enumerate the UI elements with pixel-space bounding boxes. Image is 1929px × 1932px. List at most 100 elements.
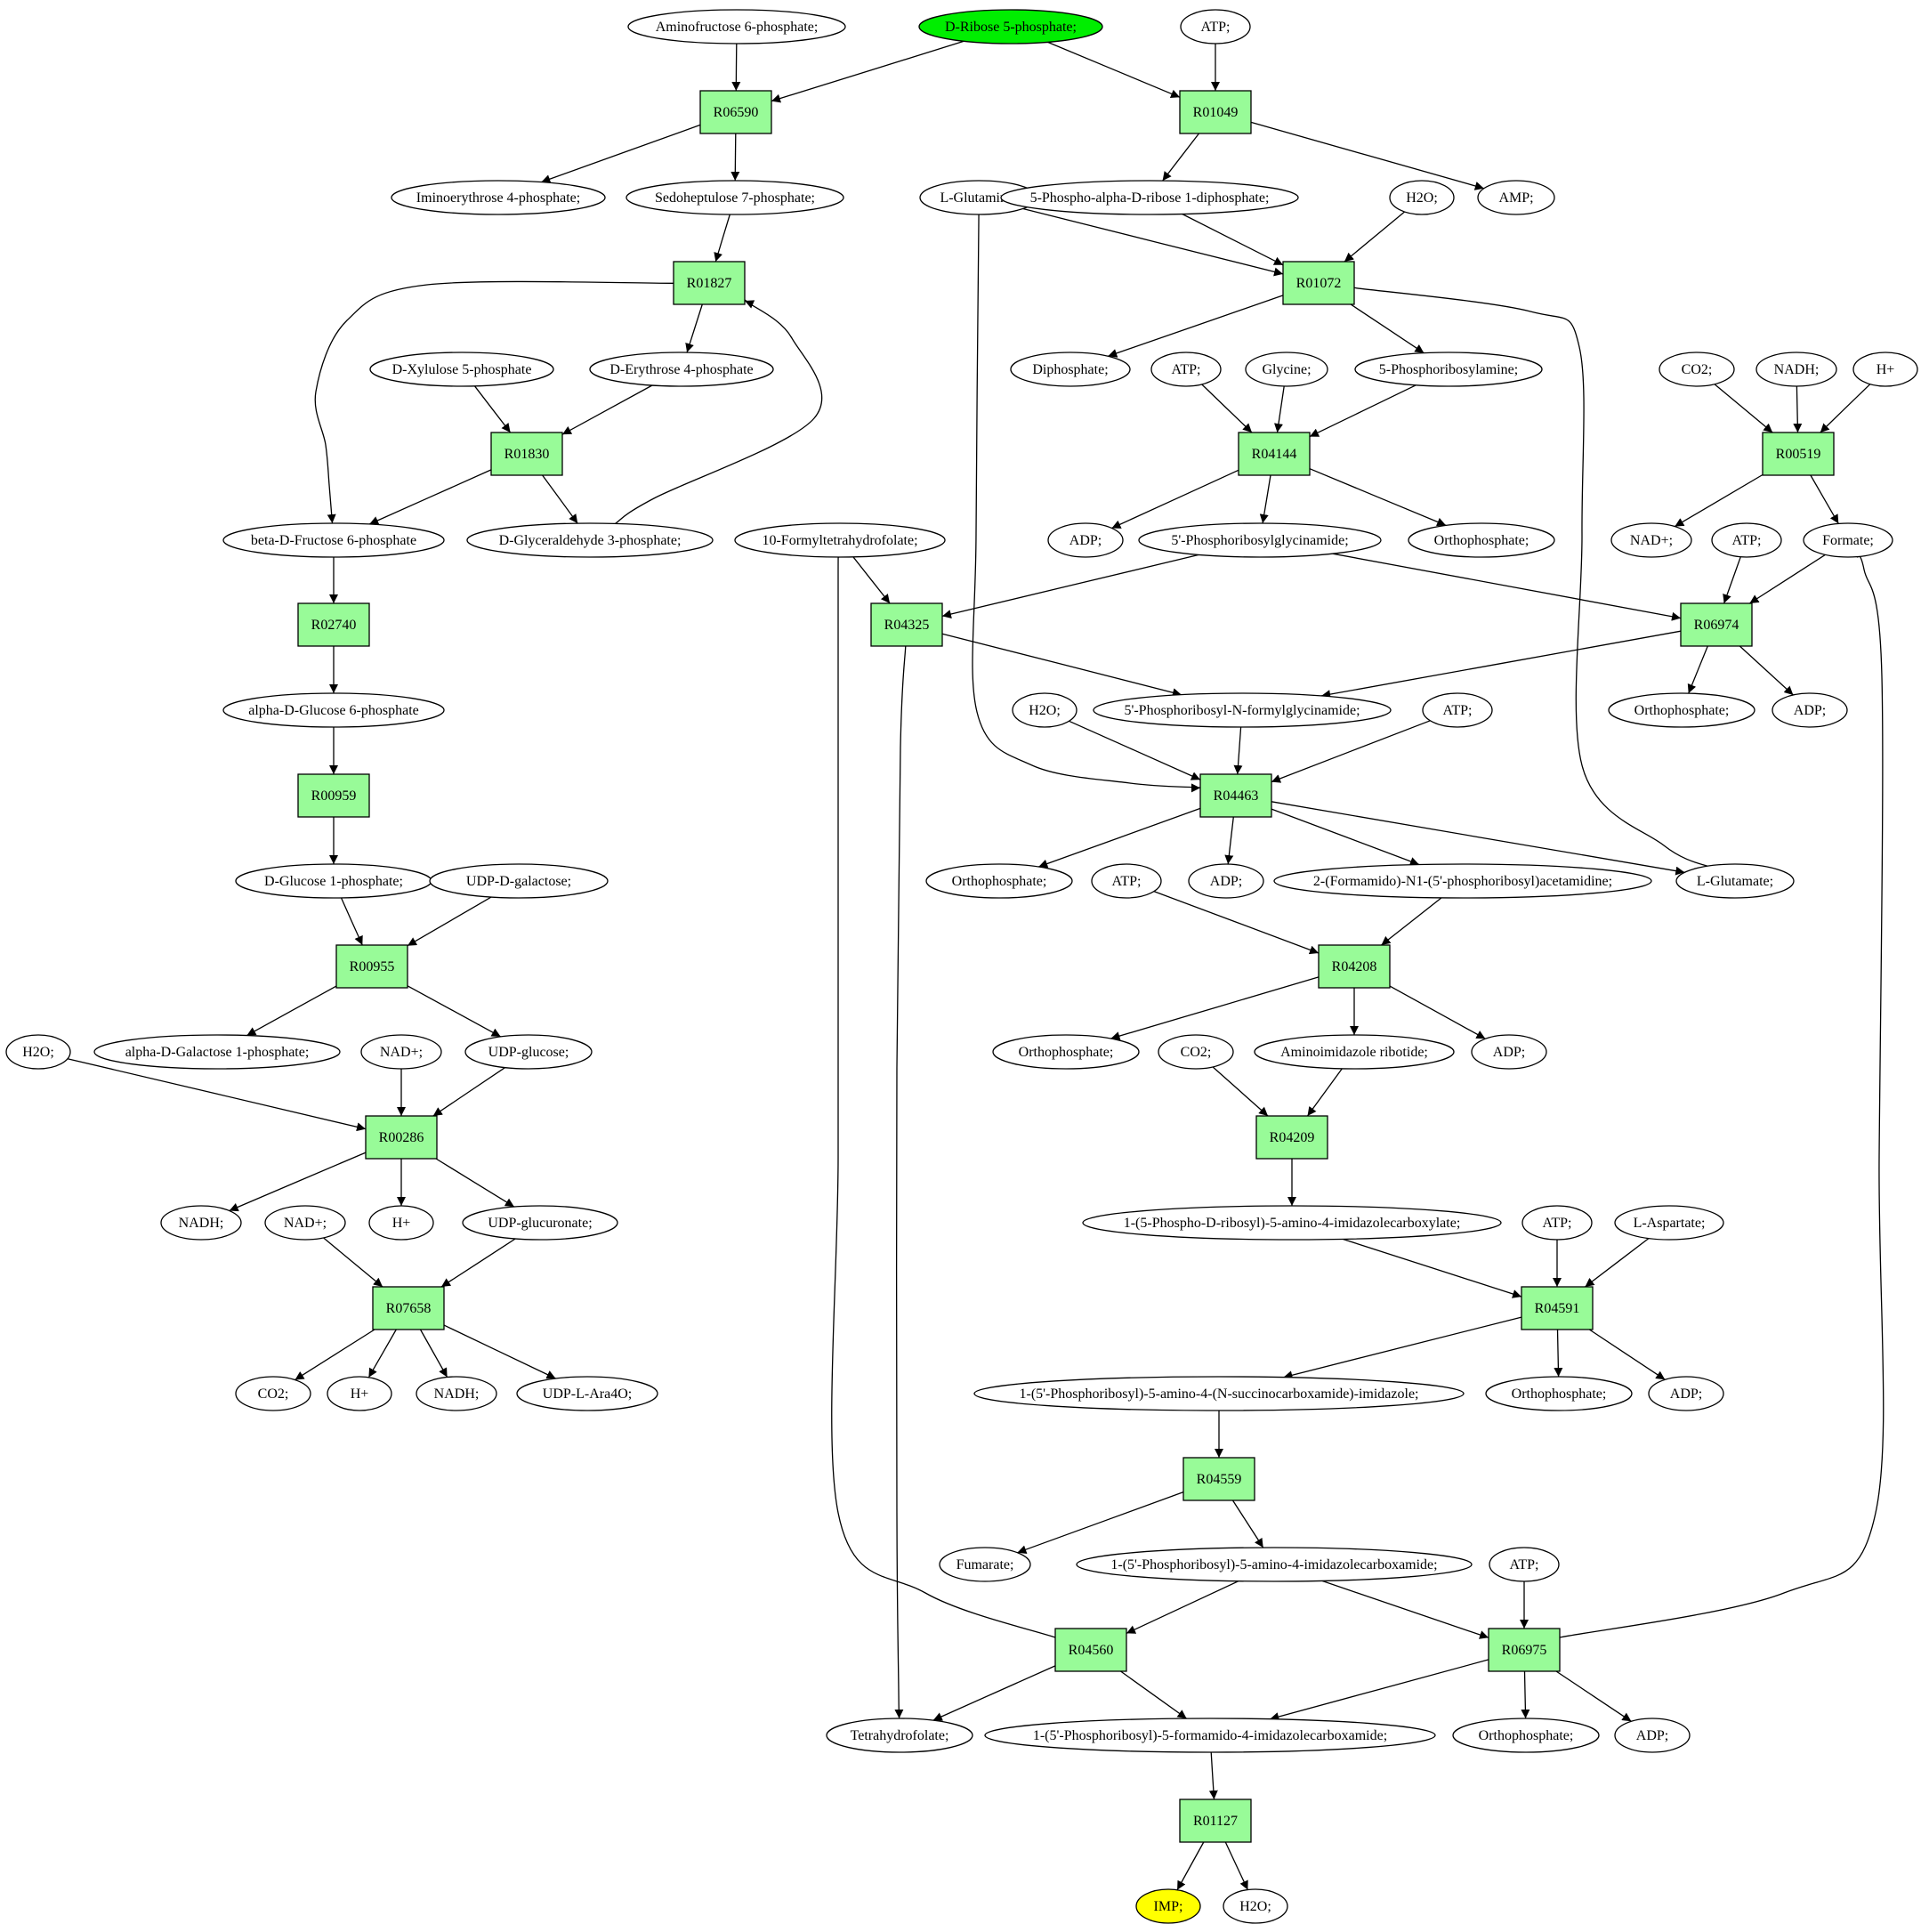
reaction-node-R06590[interactable]: R06590 — [699, 90, 772, 134]
compound-node-udpglc[interactable]: UDP-glucose; — [464, 1034, 593, 1070]
compound-node-h2o3[interactable]: H2O; — [5, 1034, 71, 1070]
compound-node-amp[interactable]: AMP; — [1477, 180, 1555, 215]
compound-node-atp4[interactable]: ATP; — [1422, 692, 1493, 728]
compound-node-co2b[interactable]: CO2; — [1158, 1034, 1234, 1070]
compound-node-pi3[interactable]: Orthophosphate; — [925, 863, 1073, 899]
reaction-node-R00955[interactable]: R00955 — [335, 944, 408, 989]
compound-node-g6p[interactable]: alpha-D-Glucose 6-phosphate — [222, 692, 445, 728]
compound-node-h2[interactable]: H+ — [368, 1205, 434, 1241]
compound-node-f6p[interactable]: beta-D-Fructose 6-phosphate — [222, 522, 445, 558]
compound-node-ppi[interactable]: Diphosphate; — [1010, 352, 1131, 387]
compound-node-g3p[interactable]: D-Glyceraldehyde 3-phosphate; — [466, 522, 714, 558]
compound-node-pi4[interactable]: Orthophosphate; — [992, 1034, 1140, 1070]
compound-node-faicar[interactable]: 1-(5'-Phosphoribosyl)-5-formamido-4-imid… — [984, 1718, 1436, 1753]
compound-node-nadh3[interactable]: NADH; — [416, 1376, 497, 1411]
compound-node-ie4p[interactable]: Iminoerythrose 4-phosphate; — [391, 180, 606, 215]
reaction-node-R00519[interactable]: R00519 — [1762, 432, 1835, 476]
compound-node-nad3[interactable]: NAD+; — [264, 1205, 346, 1241]
reaction-node-R06974[interactable]: R06974 — [1680, 602, 1753, 647]
compound-node-h3[interactable]: H+ — [327, 1376, 392, 1411]
compound-node-atp1[interactable]: ATP; — [1180, 9, 1251, 44]
reaction-node-R07658[interactable]: R07658 — [372, 1286, 445, 1330]
compound-node-adp1[interactable]: ADP; — [1047, 522, 1124, 558]
compound-node-nadh1[interactable]: NADH; — [1755, 352, 1837, 387]
compound-label: 5'-Phosphoribosylglycinamide; — [1171, 533, 1348, 548]
reaction-node-R01127[interactable]: R01127 — [1179, 1799, 1252, 1843]
compound-node-air[interactable]: Aminoimidazole ribotide; — [1254, 1034, 1455, 1070]
compound-node-nad2[interactable]: NAD+; — [360, 1034, 442, 1070]
compound-label: H2O; — [1406, 190, 1438, 206]
reaction-node-R04208[interactable]: R04208 — [1318, 944, 1391, 989]
compound-node-imp[interactable]: IMP; — [1135, 1888, 1201, 1924]
compound-label: Glycine; — [1262, 362, 1311, 377]
edge-r_R04463-to-c_adp3 — [1224, 816, 1234, 865]
reaction-node-R02740[interactable]: R02740 — [297, 602, 370, 647]
compound-node-co2c[interactable]: CO2; — [235, 1376, 311, 1411]
compound-node-h2o2[interactable]: H2O; — [1012, 692, 1077, 728]
compound-node-fgar[interactable]: 5'-Phosphoribosyl-N-formylglycinamide; — [1093, 692, 1392, 728]
compound-node-h1[interactable]: H+ — [1852, 352, 1918, 387]
compound-node-pi2[interactable]: Orthophosphate; — [1608, 692, 1755, 728]
compound-node-thf[interactable]: Tetrahydrofolate; — [826, 1718, 973, 1753]
compound-node-atp6[interactable]: ATP; — [1521, 1205, 1593, 1241]
compound-node-h2o4[interactable]: H2O; — [1223, 1888, 1288, 1924]
compound-node-atp5[interactable]: ATP; — [1091, 863, 1162, 899]
compound-node-adp3[interactable]: ADP; — [1188, 863, 1264, 899]
compound-label: H2O; — [1239, 1899, 1271, 1914]
reaction-node-R00286[interactable]: R00286 — [365, 1115, 438, 1160]
compound-node-aicar[interactable]: 1-(5'-Phosphoribosyl)-5-amino-4-imidazol… — [1076, 1547, 1473, 1582]
compound-node-adp5[interactable]: ADP; — [1648, 1376, 1724, 1411]
reaction-node-R04144[interactable]: R04144 — [1238, 432, 1311, 476]
compound-node-udpgal[interactable]: UDP-D-galactose; — [429, 863, 609, 899]
compound-node-gar[interactable]: 5'-Phosphoribosylglycinamide; — [1138, 522, 1382, 558]
compound-node-adp6[interactable]: ADP; — [1614, 1718, 1691, 1753]
compound-node-saicar[interactable]: 1-(5'-Phosphoribosyl)-5-amino-4-(N-succi… — [973, 1376, 1465, 1411]
compound-node-glu[interactable]: L-Glutamate; — [1675, 863, 1795, 899]
compound-node-s7p[interactable]: Sedoheptulose 7-phosphate; — [626, 180, 844, 215]
compound-node-gal1p[interactable]: alpha-D-Galactose 1-phosphate; — [93, 1034, 341, 1070]
reaction-node-R01827[interactable]: R01827 — [673, 261, 746, 305]
compound-node-nadh2[interactable]: NADH; — [160, 1205, 242, 1241]
compound-node-g1p[interactable]: D-Glucose 1-phosphate; — [235, 863, 432, 899]
compound-node-asp[interactable]: L-Aspartate; — [1614, 1205, 1724, 1241]
compound-node-fgam[interactable]: 2-(Formamido)-N1-(5'-phosphoribosyl)acet… — [1273, 863, 1652, 899]
reaction-node-R04209[interactable]: R04209 — [1255, 1115, 1328, 1160]
compound-node-udpglcA[interactable]: UDP-glucuronate; — [462, 1205, 618, 1241]
compound-node-h2o1[interactable]: H2O; — [1389, 180, 1455, 215]
compound-node-cair[interactable]: 1-(5-Phospho-D-ribosyl)-5-amino-4-imidaz… — [1082, 1205, 1502, 1241]
reaction-node-R01072[interactable]: R01072 — [1282, 261, 1355, 305]
compound-node-prpp[interactable]: 5-Phospho-alpha-D-ribose 1-diphosphate; — [1000, 180, 1299, 215]
compound-node-adp2[interactable]: ADP; — [1772, 692, 1848, 728]
compound-node-fthf[interactable]: 10-Formyltetrahydrofolate; — [734, 522, 946, 558]
reaction-node-R01830[interactable]: R01830 — [490, 432, 563, 476]
compound-node-e4p[interactable]: D-Erythrose 4-phosphate — [589, 352, 774, 387]
compound-node-co2a[interactable]: CO2; — [1659, 352, 1735, 387]
compound-node-pra[interactable]: 5-Phosphoribosylamine; — [1354, 352, 1543, 387]
compound-node-pi5[interactable]: Orthophosphate; — [1485, 1376, 1633, 1411]
compound-node-gln[interactable]: L-Glutamine; — [919, 180, 1038, 215]
compound-node-gly[interactable]: Glycine; — [1245, 352, 1328, 387]
compound-ellipse — [1012, 692, 1077, 728]
reaction-node-R01049[interactable]: R01049 — [1179, 90, 1252, 134]
reaction-node-R04325[interactable]: R04325 — [870, 602, 943, 647]
compound-node-fum[interactable]: Fumarate; — [939, 1547, 1031, 1582]
compound-node-atp2[interactable]: ATP; — [1150, 352, 1222, 387]
compound-node-udpara[interactable]: UDP-L-Ara4O; — [516, 1376, 658, 1411]
reaction-node-R00959[interactable]: R00959 — [297, 773, 370, 818]
compound-node-nad1[interactable]: NAD+; — [1610, 522, 1692, 558]
reaction-node-R04591[interactable]: R04591 — [1521, 1286, 1594, 1330]
compound-node-adp4[interactable]: ADP; — [1471, 1034, 1547, 1070]
reaction-node-R06975[interactable]: R06975 — [1488, 1628, 1561, 1672]
reaction-node-R04559[interactable]: R04559 — [1182, 1457, 1255, 1501]
compound-node-atp7[interactable]: ATP; — [1489, 1547, 1560, 1582]
compound-node-x5p[interactable]: D-Xylulose 5-phosphate — [369, 352, 554, 387]
compound-node-pi6[interactable]: Orthophosphate; — [1452, 1718, 1600, 1753]
reaction-node-R04560[interactable]: R04560 — [1054, 1628, 1127, 1672]
compound-ellipse — [391, 180, 606, 215]
compound-node-formate[interactable]: Formate; — [1803, 522, 1893, 558]
compound-node-atp3[interactable]: ATP; — [1711, 522, 1782, 558]
reaction-node-R04463[interactable]: R04463 — [1199, 773, 1272, 818]
compound-node-pi1[interactable]: Orthophosphate; — [1408, 522, 1555, 558]
compound-node-amfp[interactable]: Aminofructose 6-phosphate; — [627, 9, 846, 44]
compound-node-r5p[interactable]: D-Ribose 5-phosphate; — [918, 9, 1103, 44]
